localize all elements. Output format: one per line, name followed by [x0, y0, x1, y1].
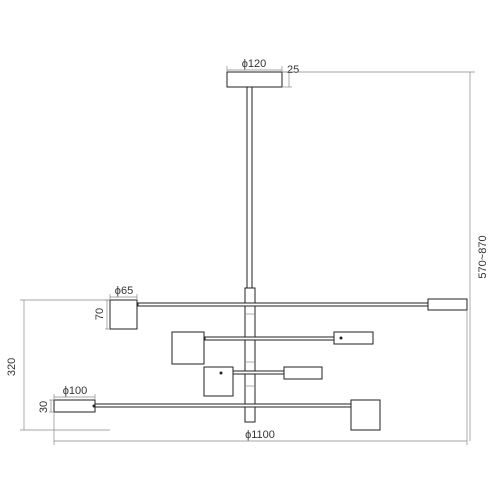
dimension-overall-width: ϕ1100	[53, 310, 468, 445]
label-overall-height: 570~870	[477, 235, 489, 278]
socket-dot	[92, 404, 96, 408]
central-body	[244, 287, 256, 423]
shade-arm-3-right	[283, 366, 323, 380]
label-shade-large-diameter: ϕ65	[115, 285, 133, 297]
socket-dot	[219, 371, 223, 375]
label-shade-small-diameter: ϕ100	[63, 385, 88, 397]
shade-arm-4-right	[350, 399, 381, 431]
label-canopy-height: 25	[287, 64, 299, 76]
label-shade-small-height: 30	[38, 401, 50, 413]
label-shade-large-height: 70	[94, 308, 106, 320]
arm-1	[137, 302, 431, 307]
shade-arm-1-right	[427, 298, 468, 311]
dimension-shade-large-height: 70	[94, 299, 110, 330]
dimension-body-height: 320	[6, 299, 110, 431]
dimension-canopy-diameter: ϕ120	[226, 58, 283, 72]
dimension-shade-small-height: 30	[38, 399, 54, 413]
shade-arm-4-left	[53, 399, 96, 413]
arm-2	[204, 336, 336, 341]
canopy	[226, 71, 283, 88]
shade-arm-2-right	[333, 331, 374, 345]
label-body-height: 320	[6, 358, 18, 376]
socket-dot	[339, 336, 343, 340]
shade-arm-3-left	[203, 366, 234, 397]
label-canopy-diameter: ϕ120	[242, 58, 267, 70]
dimension-shade-large-diameter: ϕ65	[109, 285, 138, 300]
shade-arm-1-left	[109, 299, 138, 330]
dimension-shade-small-diameter: ϕ100	[53, 385, 96, 400]
arm-4	[94, 403, 352, 408]
dimension-canopy-height: 25	[282, 64, 299, 88]
shade-arm-2-left	[171, 331, 205, 365]
dimension-overall-height: 570~870	[282, 71, 489, 441]
label-overall-width: ϕ1100	[245, 429, 275, 441]
suspension-rod	[246, 86, 253, 289]
